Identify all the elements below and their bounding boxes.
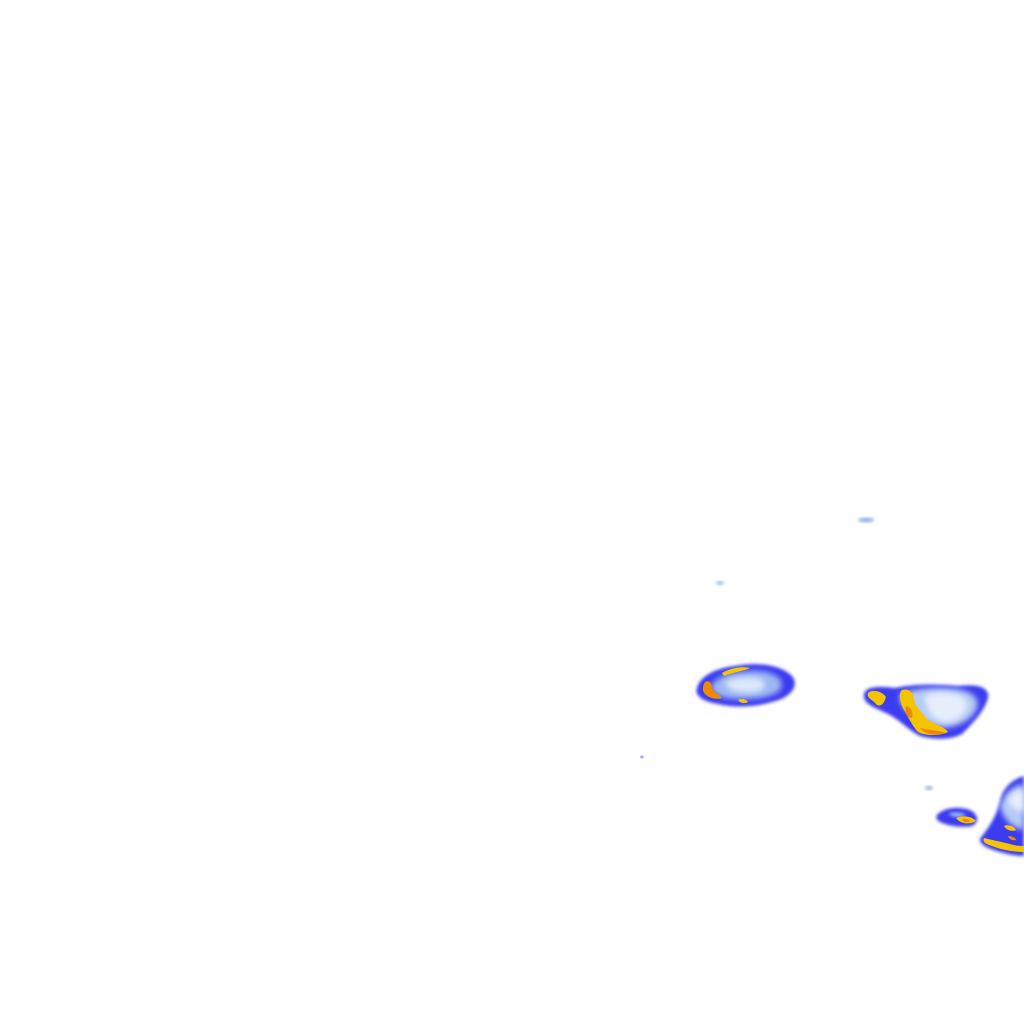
echo-speck-north: [858, 517, 874, 523]
echo-cell-center: [863, 684, 989, 739]
echo-speck-east: [925, 786, 933, 790]
echo-cell-east-edge: [980, 776, 1024, 856]
echo-cell-southeast: [936, 807, 978, 827]
echo-speck-mid: [716, 581, 724, 585]
echo-speck-south: [640, 755, 644, 759]
echo-cell-west: [696, 664, 795, 707]
